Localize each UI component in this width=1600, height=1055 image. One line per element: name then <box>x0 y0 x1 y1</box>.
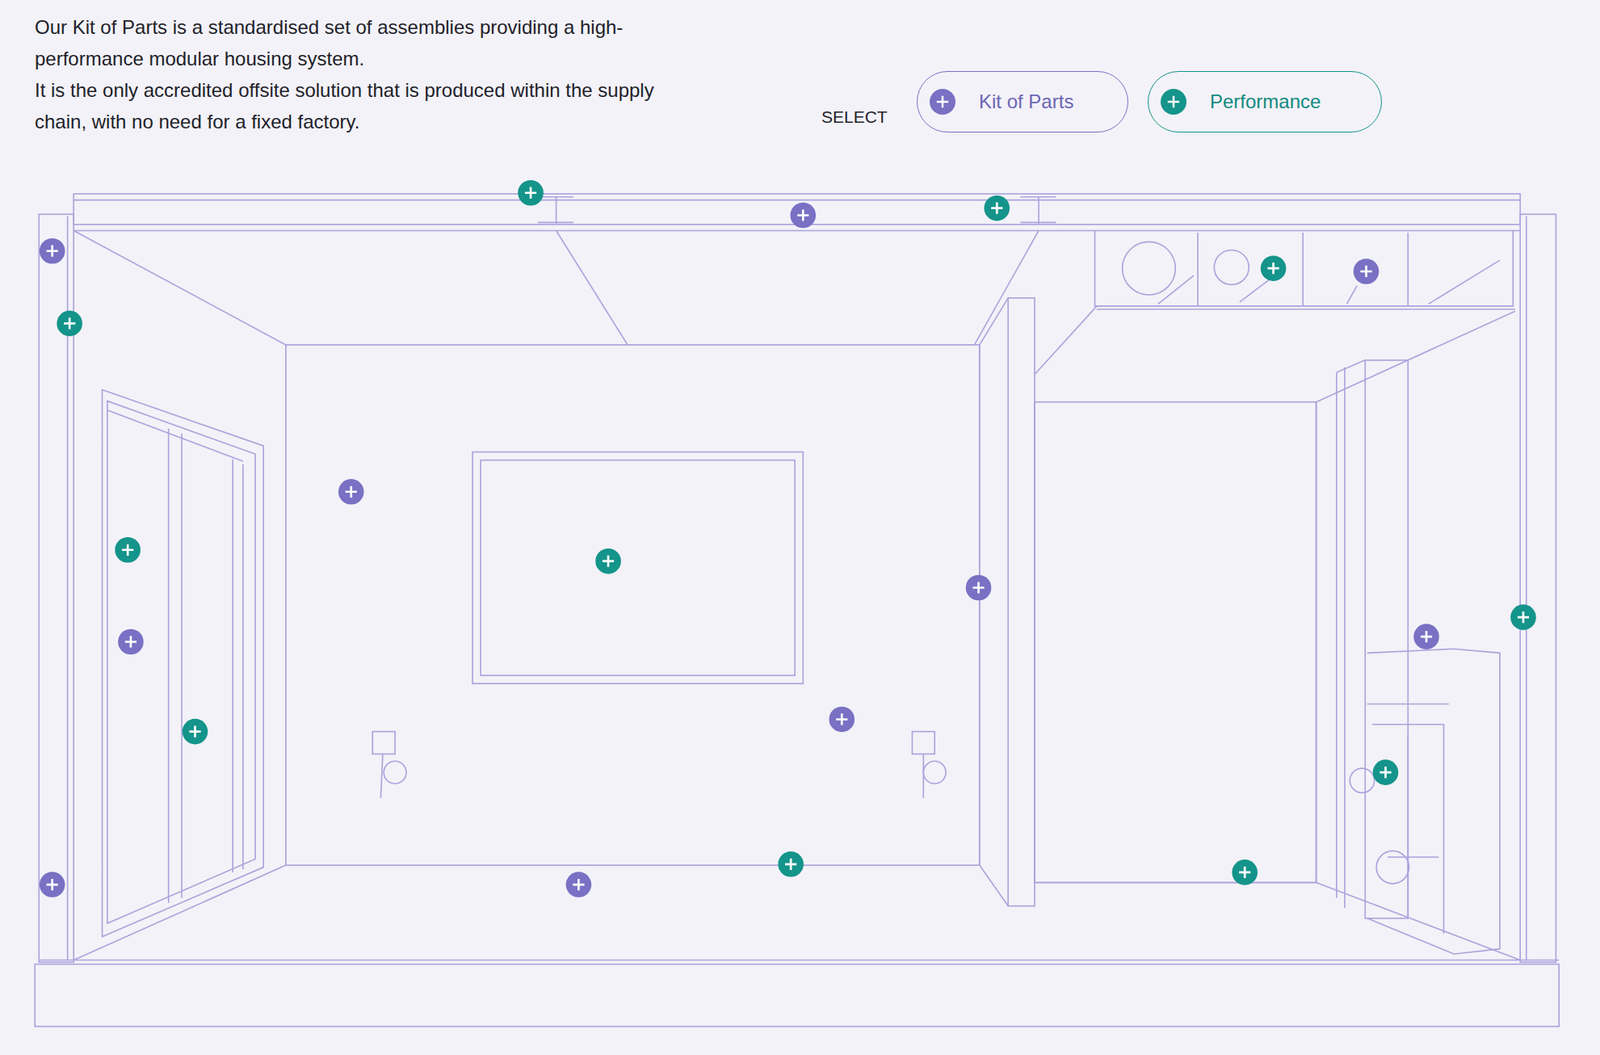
plus-icon <box>965 575 992 601</box>
plus-icon <box>117 629 144 656</box>
plus-icon <box>777 851 804 878</box>
plus-icon <box>1510 604 1537 630</box>
plus-icon <box>114 537 141 563</box>
plus-icon <box>338 478 365 505</box>
plus-icon <box>1353 258 1380 285</box>
plus-icon <box>39 238 66 265</box>
plus-icon <box>39 871 66 898</box>
plus-icon <box>56 310 83 337</box>
pill-label: Performance <box>1209 90 1321 114</box>
select-label: SELECT <box>821 107 888 127</box>
plus-icon <box>1373 759 1399 786</box>
intro-text: It is the only accredited offsite soluti… <box>34 74 681 138</box>
plus-icon <box>929 88 956 115</box>
pill-icon <box>928 88 957 116</box>
toggle-pill: Kit of Parts <box>916 71 1129 133</box>
plus-icon <box>1160 88 1187 115</box>
plus-icon <box>1413 623 1440 650</box>
plus-icon <box>517 180 544 206</box>
pill-label: Kit of Parts <box>978 90 1074 114</box>
plus-icon <box>790 202 817 229</box>
intro-text: Our Kit of Parts is a standardised set o… <box>34 11 681 75</box>
toggle-pill: Performance <box>1147 71 1382 133</box>
plus-icon <box>1231 859 1258 886</box>
plus-icon <box>566 871 593 898</box>
plus-icon <box>983 195 1010 222</box>
plus-icon <box>1260 255 1287 282</box>
plus-icon <box>595 548 622 575</box>
plus-icon <box>828 706 855 733</box>
plus-icon <box>182 718 209 745</box>
pill-icon <box>1159 88 1188 116</box>
